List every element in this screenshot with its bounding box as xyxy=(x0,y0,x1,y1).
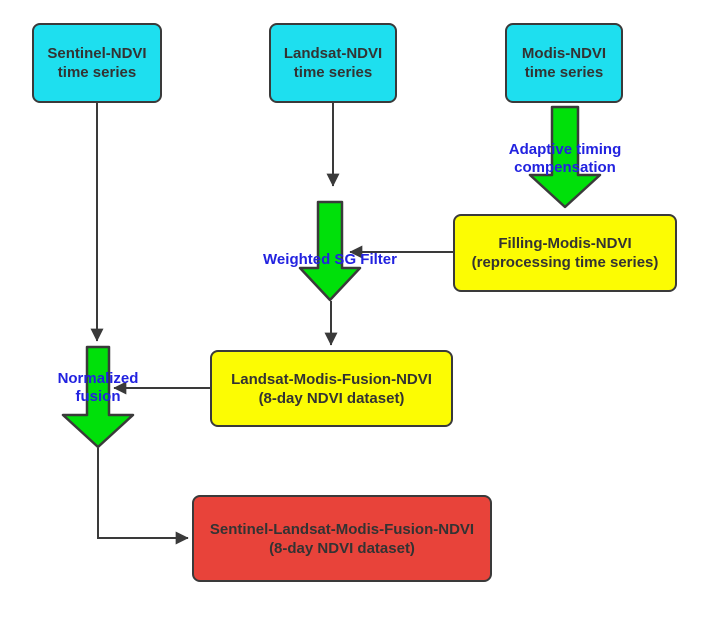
edge-label-line: fusion xyxy=(75,388,121,405)
edge-label-weighted-sg-filter: Weighted SG Filter xyxy=(250,251,410,269)
node-label-line: Sentinel-Landsat-Modis-Fusion-NDVI xyxy=(209,520,475,538)
node-label-line: Filling-Modis-NDVI xyxy=(498,235,632,252)
block-arrow-weighted-sg xyxy=(298,200,362,302)
node-label-line: Sentinel-NDVI xyxy=(47,45,147,62)
edge-label-normalized-fusion: Normalized fusion xyxy=(38,370,158,406)
node-label-line: Landsat-NDVI xyxy=(283,45,383,62)
node-filling-modis-ndvi: Filling-Modis-NDVI (reprocessing time se… xyxy=(453,214,677,292)
node-label-line: Landsat-Modis-Fusion-NDVI xyxy=(231,370,432,388)
node-label-line: time series xyxy=(524,64,604,81)
node-label-line: (8-day NDVI dataset) xyxy=(269,539,415,557)
node-label-line: time series xyxy=(293,64,373,81)
node-modis-ndvi: Modis-NDVI time series xyxy=(505,23,623,103)
node-label-line: (reprocessing time series) xyxy=(471,254,659,271)
connector-norm-arrow-to-final-box xyxy=(97,448,189,545)
node-landsat-ndvi: Landsat-NDVI time series xyxy=(269,23,397,103)
edge-label-line: Normalized xyxy=(57,370,139,387)
edge-label-line: Adaptive timing xyxy=(508,141,622,158)
node-label-line: time series xyxy=(57,64,137,81)
node-landsat-modis-fusion-ndvi: Landsat-Modis-Fusion-NDVI (8-day NDVI da… xyxy=(210,350,453,427)
node-label-line: (8-day NDVI dataset) xyxy=(258,389,405,407)
edge-label-line: compensation xyxy=(514,159,616,176)
edge-label-line: Weighted SG Filter xyxy=(263,251,397,268)
block-arrow-normalized-fusion xyxy=(61,345,135,449)
block-arrow-adaptive-timing xyxy=(528,105,602,209)
node-sentinel-landsat-modis-fusion-ndvi: Sentinel-Landsat-Modis-Fusion-NDVI (8-da… xyxy=(192,495,492,582)
edge-label-adaptive-timing-compensation: Adaptive timing compensation xyxy=(485,141,645,177)
node-sentinel-ndvi: Sentinel-NDVI time series xyxy=(32,23,162,103)
node-label-line: Modis-NDVI xyxy=(521,45,607,62)
